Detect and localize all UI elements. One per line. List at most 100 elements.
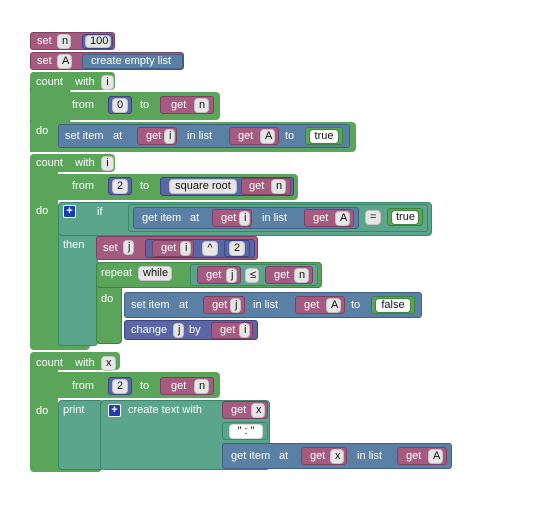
variable-field-j[interactable]: j	[173, 323, 184, 338]
get-keyword: get	[171, 99, 187, 111]
in-list-keyword: in list	[357, 450, 383, 462]
with-keyword: with	[75, 76, 95, 88]
repeat-keyword: repeat	[101, 267, 133, 279]
variable-field-i[interactable]: i	[239, 323, 250, 338]
power-block[interactable]: get i ^ 2	[145, 239, 255, 258]
number-block-2[interactable]: 2	[108, 177, 132, 195]
get-keyword: get	[212, 299, 228, 311]
variable-field-i[interactable]: i	[101, 75, 114, 90]
variable-field-i[interactable]: i	[164, 129, 175, 144]
number-value-2[interactable]: 2	[229, 241, 245, 256]
get-keyword: get	[406, 450, 422, 462]
square-root-dropdown[interactable]: square root	[169, 179, 237, 194]
count-keyword: count	[36, 157, 63, 169]
get-j-block[interactable]: get j	[203, 296, 245, 314]
get-x-block[interactable]: get x	[301, 447, 347, 465]
square-root-block[interactable]: square root get n	[160, 177, 294, 196]
print-block[interactable]	[58, 400, 104, 470]
variable-field-A[interactable]: A	[260, 129, 275, 144]
variable-field-n[interactable]: n	[194, 379, 209, 394]
set-list-item-block[interactable]: set item at get i in list get A to true	[58, 124, 350, 148]
get-i-block[interactable]: get i	[212, 209, 252, 227]
variable-field-A[interactable]: A	[326, 298, 341, 313]
get-keyword: get	[304, 299, 320, 311]
get-i-block[interactable]: get i	[137, 127, 177, 145]
le-operator-dropdown[interactable]: ≤	[245, 268, 259, 283]
variable-field-A[interactable]: A	[428, 449, 443, 464]
get-A-block[interactable]: get A	[397, 447, 447, 465]
do-keyword: do	[36, 405, 49, 417]
variable-field-i[interactable]: i	[180, 241, 191, 256]
get-i-block[interactable]: get i	[211, 322, 253, 339]
number-block-2[interactable]: 2	[108, 377, 132, 395]
variable-field-j[interactable]: j	[230, 298, 241, 313]
compare-equals-block[interactable]: get item at get i in list get A = true	[128, 204, 428, 232]
number-value-0[interactable]: 0	[112, 98, 128, 113]
text-literal-value[interactable]: " : "	[229, 424, 263, 439]
set-n-block[interactable]: set n 100	[30, 32, 115, 50]
plus-icon[interactable]: +	[108, 404, 121, 417]
change-j-block[interactable]: change j by get i	[124, 320, 258, 340]
boolean-block-true[interactable]: true	[387, 208, 423, 226]
get-n-block[interactable]: get n	[241, 178, 291, 195]
boolean-value-true[interactable]: true	[391, 210, 419, 225]
boolean-block-true[interactable]: true	[305, 127, 343, 145]
equals-operator-dropdown[interactable]: =	[365, 210, 381, 225]
get-A-block[interactable]: get A	[304, 209, 354, 227]
at-keyword: at	[179, 299, 189, 311]
get-keyword: get	[206, 269, 222, 281]
change-keyword: change	[131, 324, 168, 336]
variable-field-i[interactable]: i	[101, 156, 114, 171]
variable-field-j[interactable]: j	[226, 268, 237, 283]
variable-field-A[interactable]: A	[57, 54, 72, 69]
get-i-block[interactable]: get i	[152, 240, 194, 257]
at-keyword: at	[113, 130, 123, 142]
number-block-0[interactable]: 0	[108, 96, 132, 114]
get-A-block[interactable]: get A	[295, 296, 345, 314]
set-j-block[interactable]: set j get i ^ 2	[96, 236, 258, 260]
variable-field-x[interactable]: x	[101, 356, 116, 371]
get-n-block[interactable]: get n	[160, 377, 214, 395]
do-keyword: do	[36, 205, 49, 217]
set-list-item-block[interactable]: set item at get j in list get A to false	[124, 292, 422, 318]
variable-field-j[interactable]: j	[123, 240, 134, 255]
variable-field-n[interactable]: n	[57, 34, 71, 49]
variable-field-n[interactable]: n	[271, 179, 286, 194]
power-operator-dropdown[interactable]: ^	[202, 241, 218, 256]
variable-field-n[interactable]: n	[194, 98, 209, 113]
number-value-2[interactable]: 2	[112, 379, 128, 394]
set-A-block[interactable]: set A create empty list	[30, 52, 184, 70]
boolean-block-false[interactable]: false	[371, 296, 415, 314]
number-value-2[interactable]: 2	[112, 179, 128, 194]
get-x-block[interactable]: get x	[222, 401, 268, 419]
get-n-block[interactable]: get n	[160, 96, 214, 114]
create-empty-list-block[interactable]: create empty list	[82, 54, 183, 69]
compare-le-block[interactable]: get j ≤ get n	[190, 264, 318, 286]
text-literal-block[interactable]: " : "	[222, 422, 268, 440]
get-list-item-block[interactable]: get item at get x in list get A	[222, 443, 452, 469]
while-dropdown[interactable]: while	[138, 266, 172, 281]
with-keyword: with	[75, 357, 95, 369]
variable-field-i[interactable]: i	[239, 211, 250, 226]
get-list-item-block[interactable]: get item at get i in list get A	[133, 207, 359, 229]
in-list-keyword: in list	[253, 299, 279, 311]
number-block-2[interactable]: 2	[224, 240, 250, 257]
count-keyword: count	[36, 357, 63, 369]
number-block-100[interactable]: 100	[82, 34, 113, 49]
variable-field-A[interactable]: A	[335, 211, 350, 226]
variable-field-x[interactable]: x	[330, 449, 344, 464]
do-keyword: do	[101, 293, 114, 305]
print-keyword: print	[63, 404, 85, 416]
set-item-label: set item	[131, 299, 170, 311]
get-j-block[interactable]: get j	[197, 266, 241, 284]
get-A-block[interactable]: get A	[229, 127, 279, 145]
variable-field-n[interactable]: n	[294, 268, 309, 283]
plus-icon[interactable]: +	[63, 205, 76, 218]
boolean-value-true[interactable]: true	[309, 129, 339, 144]
get-keyword: get	[220, 324, 236, 336]
variable-field-x[interactable]: x	[251, 403, 265, 418]
boolean-value-false[interactable]: false	[375, 298, 411, 313]
do-keyword: do	[36, 125, 49, 137]
get-n-block[interactable]: get n	[265, 266, 313, 284]
number-value-100[interactable]: 100	[85, 35, 111, 48]
